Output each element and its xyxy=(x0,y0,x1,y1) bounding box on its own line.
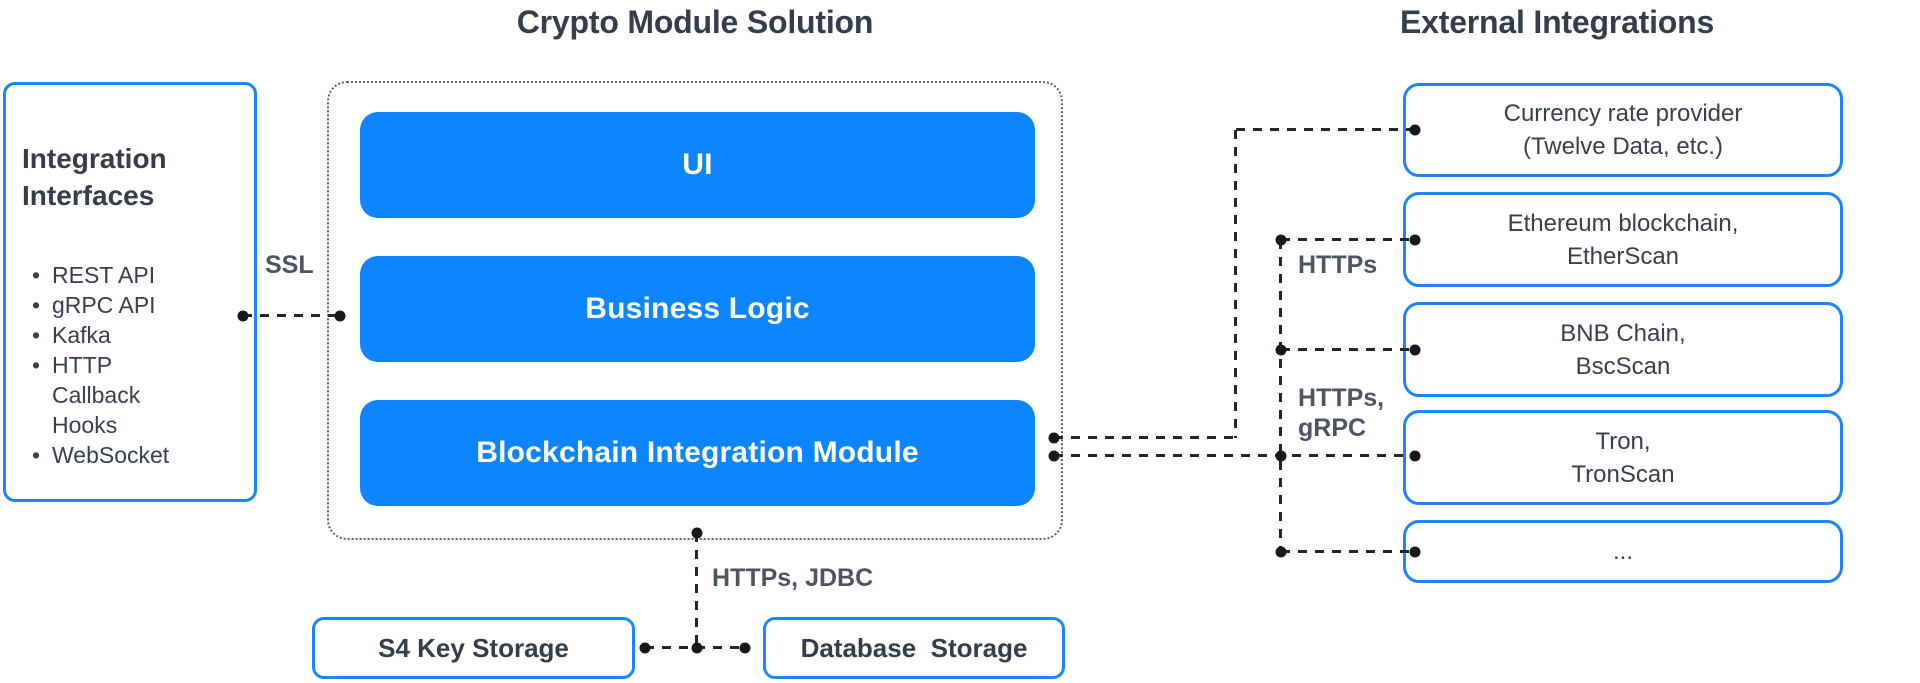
connector-dot xyxy=(639,642,651,654)
external-box-currency-rate-provider: Currency rate provider (Twelve Data, etc… xyxy=(1403,83,1843,177)
external-box-line1: Currency rate provider xyxy=(1503,100,1743,127)
bullet-icon: • xyxy=(32,322,41,348)
connector-dot xyxy=(1409,344,1421,356)
storage-box-s4-key: S4 Key Storage xyxy=(312,617,635,679)
connector-dot xyxy=(1409,450,1421,462)
external-box-bnb-chain: BNB Chain, BscScan xyxy=(1403,302,1843,397)
bullet-icon: • xyxy=(32,352,41,378)
connector-distribution-v xyxy=(1279,240,1282,552)
list-item-label: HTTP Callback Hooks xyxy=(52,352,141,438)
external-box-line2: (Twelve Data, etc.) xyxy=(1522,133,1724,160)
integration-interfaces-title: Integration Interfaces xyxy=(6,85,254,214)
label-ssl: SSL xyxy=(265,251,314,279)
connector-dot xyxy=(691,527,703,539)
list-item-label: Kafka xyxy=(52,322,111,348)
external-box-line2: TronScan xyxy=(1571,460,1675,488)
connector-dot xyxy=(334,310,346,322)
module-blockchain-integration: Blockchain Integration Module xyxy=(360,400,1035,506)
external-box-line1: Tron, xyxy=(1595,427,1651,455)
bullet-icon: • xyxy=(32,292,41,318)
bullet-icon: • xyxy=(32,442,41,468)
list-item-label: REST API xyxy=(52,262,156,288)
integration-interfaces-title-line2: Interfaces xyxy=(22,180,155,211)
connector-dot xyxy=(237,310,249,322)
list-item: • REST API xyxy=(32,260,254,290)
title-crypto-module-solution: Crypto Module Solution xyxy=(516,4,874,40)
external-box-line1: BNB Chain, xyxy=(1560,319,1686,347)
connector-dot xyxy=(1275,450,1287,462)
list-item: • HTTP Callback Hooks xyxy=(32,350,254,440)
list-item-label: WebSocket xyxy=(52,442,170,468)
integration-interfaces-list: • REST API • gRPC API • Kafka • HTTP Cal… xyxy=(6,260,254,470)
label-https-grpc: HTTPs, gRPC xyxy=(1298,383,1384,443)
list-item: • WebSocket xyxy=(32,440,254,470)
module-ui: UI xyxy=(360,112,1035,218)
integration-interfaces-title-line1: Integration xyxy=(22,143,167,174)
connector-bim-branch-b-h xyxy=(1054,454,1415,457)
list-item: • Kafka xyxy=(32,320,254,350)
external-box-line2: EtherScan xyxy=(1566,242,1680,270)
connector-dot xyxy=(1048,432,1060,444)
integration-interfaces-panel: Integration Interfaces • REST API • gRPC… xyxy=(3,82,257,502)
storage-box-database: Database Storage xyxy=(763,617,1065,679)
connector-bim-branch-a-v xyxy=(1234,130,1237,438)
external-box-tron: Tron, TronScan xyxy=(1403,410,1843,505)
external-box-more: ... xyxy=(1403,520,1843,583)
label-https: HTTPs xyxy=(1298,251,1378,279)
connector-dot xyxy=(1275,344,1287,356)
label-https-jdbc: HTTPs, JDBC xyxy=(712,564,874,592)
connector-dot xyxy=(739,642,751,654)
connector-dot xyxy=(691,642,703,654)
connector-dot xyxy=(1275,234,1287,246)
connector-bim-branch-a-h2 xyxy=(1236,128,1415,131)
connector-dot xyxy=(1048,450,1060,462)
connector-dot xyxy=(1409,546,1421,558)
label-https-grpc-line2: gRPC xyxy=(1298,414,1367,442)
connector-dot xyxy=(1275,546,1287,558)
external-box-line1: ... xyxy=(1612,538,1633,565)
external-box-line1: Ethereum blockchain, xyxy=(1507,209,1739,237)
list-item-label: gRPC API xyxy=(52,292,156,318)
connector-bim-branch-a-h1 xyxy=(1054,436,1236,439)
connector-more-h xyxy=(1281,550,1415,553)
external-box-line2: BscScan xyxy=(1575,352,1671,380)
connector-dot xyxy=(1409,124,1421,136)
label-https-grpc-line1: HTTPs, xyxy=(1298,384,1385,412)
bullet-icon: • xyxy=(32,262,41,288)
connector-storage-v xyxy=(695,533,698,648)
external-box-ethereum: Ethereum blockchain, EtherScan xyxy=(1403,192,1843,287)
connector-dot xyxy=(1409,234,1421,246)
title-external-integrations: External Integrations xyxy=(1400,4,1715,40)
module-business-logic: Business Logic xyxy=(360,256,1035,362)
connector-ssl-line xyxy=(243,314,340,317)
list-item: • gRPC API xyxy=(32,290,254,320)
connector-bnb-h xyxy=(1281,348,1415,351)
connector-ethereum-h xyxy=(1281,238,1415,241)
